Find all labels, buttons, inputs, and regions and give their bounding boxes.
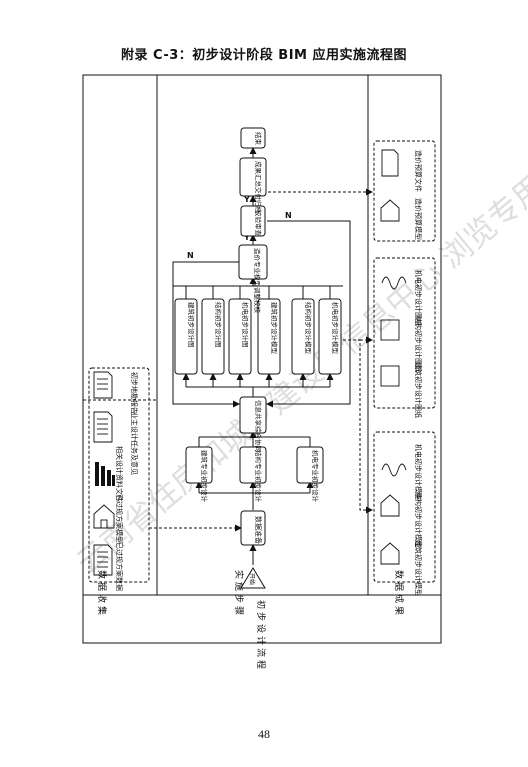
drawing-icon [380,319,400,341]
node-data-prep [240,510,266,546]
node-data-prep-label: 数据准备 [254,516,263,544]
section-labels: 数据收集 实施步骤 数据成果 初步设计流程 [96,570,405,672]
output-cost-file: 造价预算文件 [414,150,423,192]
page-number: 48 [258,727,270,741]
node-struct-model-label: 结构初步设计模型 [304,302,313,355]
label-data-results: 数据成果 [393,570,405,618]
node-mep-drawing [228,298,252,375]
output-mep-drawing: 机电初步设计图纸 [414,270,423,326]
input-basis: 初步地勘报告 [130,372,139,414]
node-check [240,205,266,237]
node-archive [239,157,267,197]
node-arch-drawing-label: 建筑初步设计图 [187,302,196,348]
coil-icon [381,463,407,477]
node-cost-model [238,244,268,280]
node-arch-model [257,298,281,375]
house-icon [380,542,400,565]
node-check-label: 校验审查 [254,210,263,237]
node-archive-label: 成果汇总交付归档 [254,161,263,213]
drawing-icon [380,365,400,387]
output-mep-model: 机电初步设计模型 [414,444,423,500]
node-struct-model [291,298,315,375]
input-group-box [88,367,150,583]
output-arch-drawing: 建筑初步设计图纸 [414,362,423,418]
output-cost-model: 造价预算模型 [414,198,423,240]
label-steps: 实施步骤 [233,570,245,618]
label-yes: Y [243,195,250,204]
node-start-label: 开始 [248,573,256,585]
node-info-share [239,396,267,434]
node-arch-design-label: 建筑专业初步设计 [200,450,209,503]
label-yes: Y [243,233,250,242]
node-mep-design-label: 机电专业初步设计 [311,450,320,503]
node-arch-drawing [174,298,198,375]
house-icon [380,494,400,517]
input-owner-task: 业主设计任务及意见 [130,412,139,475]
coil-icon [381,276,407,290]
node-arch-design [185,446,213,484]
node-end [240,127,266,149]
output-group-box [373,140,436,242]
output-group-box [373,431,436,583]
input-existing-model: 已过规方案模型 [115,494,124,543]
output-struct-model: 结构初步设计模型 [414,492,423,548]
node-struct-drawing [201,298,225,375]
document-icon [93,371,113,399]
house-icon [380,199,400,222]
label-no: N [187,251,194,260]
node-start-shape [240,567,266,589]
flow-nodes [174,127,342,589]
node-cost-model-label: 造价专业模型调整校核 [253,248,262,314]
page-title: 附录 C-3：初步设计阶段 BIM 应用实施流程图 [120,48,408,63]
output-struct-drawing: 结构初步设计图纸 [414,316,423,372]
output-group-box [373,257,436,409]
document-icon [93,544,113,576]
label-data-collection: 数据收集 [96,570,108,618]
document-icon [93,411,113,443]
node-mep-design [296,446,324,484]
house-icon [93,504,115,529]
label-row: 初步设计流程 [255,600,267,672]
node-mep-model [318,298,342,375]
node-struct-drawing-label: 结构初步设计图 [214,302,223,348]
input-existing-data: 已过规方案数据 [115,542,124,591]
node-info-share-label: 信息共享综合协同 [254,400,263,452]
label-no: N [285,211,292,220]
node-struct-design-label: 结构专业初步设计 [254,450,263,503]
document-icon [381,149,399,177]
input-design-files: 相关设计资料文件 [115,446,124,502]
node-struct-design [239,446,267,484]
node-end-label: 结束 [254,132,263,146]
node-mep-drawing-label: 机电初步设计图 [241,302,250,348]
node-arch-model-label: 建筑初步设计模型 [270,302,279,355]
node-mep-model-label: 机电初步设计模型 [331,302,340,355]
output-arch-model: 建筑初步设计模型 [414,540,423,596]
bars-icon [95,462,115,486]
